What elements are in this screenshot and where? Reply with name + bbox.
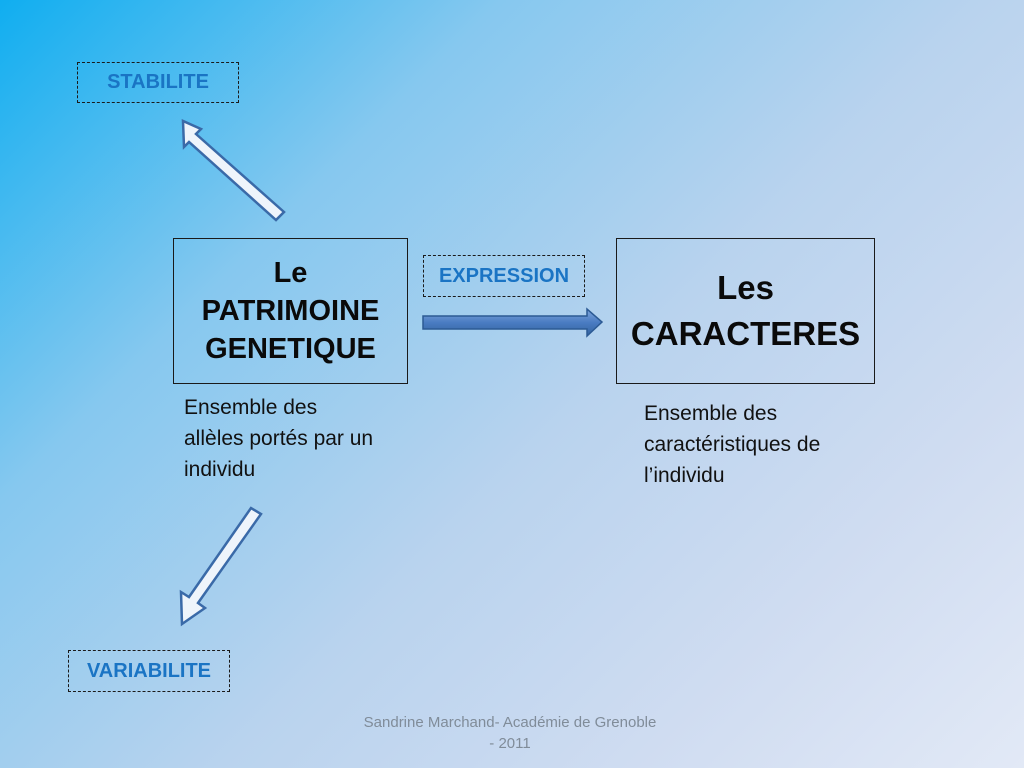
patrimoine-title-line-1: Le (273, 257, 308, 289)
patrimoine-title-line-3: GENETIQUE (205, 333, 376, 365)
caracteres-title-line-1: Les (717, 269, 774, 306)
patrimoine-genetique-box: Le PATRIMOINE GENETIQUE (173, 238, 408, 384)
patrimoine-description-line-1: Ensemble des (184, 396, 318, 419)
arrow-to-variabilite (179, 506, 263, 627)
footer-credit: Sandrine Marchand- Académie de Grenoble … (340, 712, 680, 754)
patrimoine-title-line-2: PATRIMOINE (201, 295, 380, 327)
arrow-expression (422, 307, 604, 338)
variabilite-label: VARIABILITE (68, 650, 230, 692)
footer-line-1: Sandrine Marchand- Académie de Grenoble (363, 714, 657, 731)
caracteres-title-line-2: CARACTERES (630, 315, 861, 352)
caracteres-box: Les CARACTERES (616, 238, 875, 384)
caracteres-description-line-1: Ensemble des (644, 402, 778, 425)
caracteres-description: Ensemble des caractéristiques de l’indiv… (644, 398, 864, 491)
caracteres-description-line-2: caractéristiques de (644, 433, 821, 456)
stabilite-label: STABILITE (77, 62, 239, 103)
patrimoine-description-line-2: allèles portés par un (184, 427, 374, 450)
expression-label: EXPRESSION (423, 255, 585, 297)
arrow-to-stabilite (181, 119, 286, 222)
caracteres-description-line-3: l’individu (644, 464, 725, 487)
footer-line-2: - 2011 (489, 735, 531, 752)
patrimoine-description-line-3: individu (184, 458, 256, 481)
patrimoine-description: Ensemble des allèles portés par un indiv… (184, 392, 414, 485)
